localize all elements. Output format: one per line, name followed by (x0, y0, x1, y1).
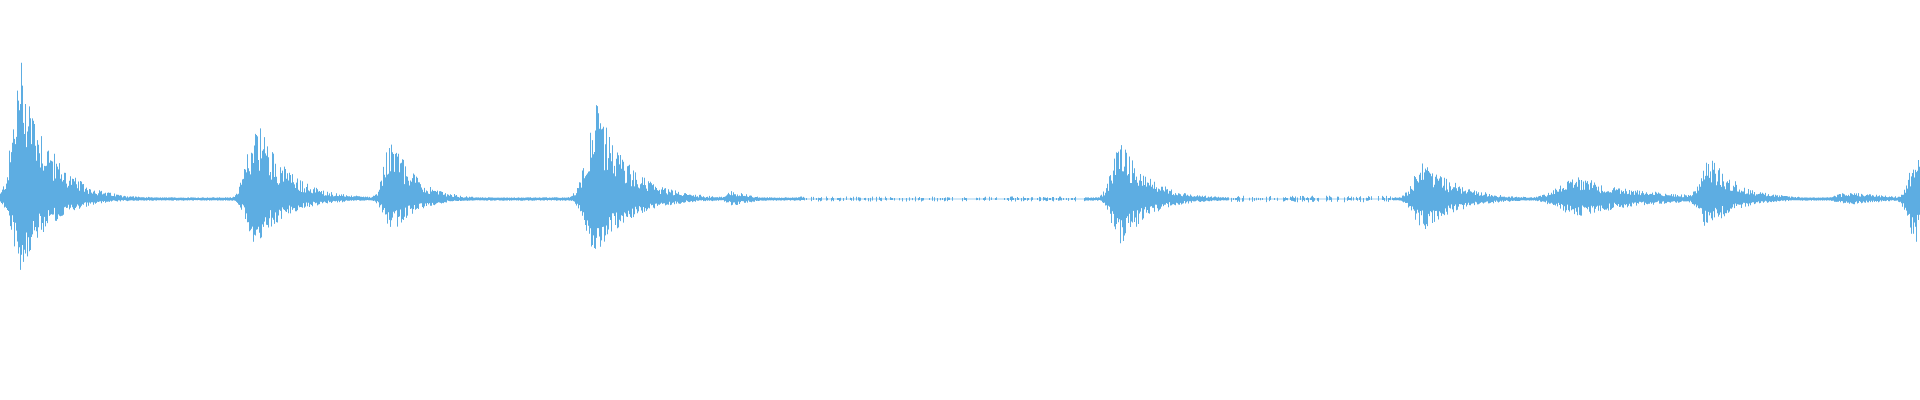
waveform-amplitude-path (0, 62, 1920, 270)
waveform-bars (0, 62, 1920, 270)
